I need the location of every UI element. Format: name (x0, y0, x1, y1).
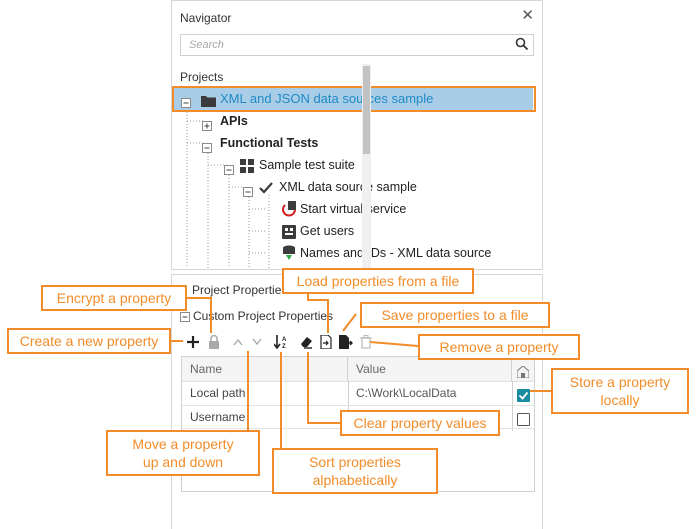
apis-label: APIs (220, 114, 248, 128)
callout-move-line1: Move a property (132, 436, 234, 452)
tree-item-test-suite[interactable]: Sample test suite (222, 154, 422, 176)
callout-sort: Sort properties alphabetically (272, 448, 438, 494)
move-up-button[interactable] (230, 334, 246, 350)
save-to-file-button[interactable] (338, 334, 354, 350)
expand-icon[interactable] (202, 116, 212, 138)
tree-item-apis[interactable]: APIs (200, 110, 400, 132)
callout-remove-text: Remove a property (439, 339, 559, 355)
callout-sort-line1: Sort properties (309, 454, 401, 470)
column-header-store-locally[interactable] (512, 357, 534, 381)
callout-sort-line2: alphabetically (312, 472, 398, 488)
tree-item-functional-tests[interactable]: Functional Tests (200, 132, 400, 154)
move-down-button[interactable] (249, 334, 265, 350)
search-input[interactable]: Search (180, 34, 534, 56)
collapse-icon[interactable] (202, 138, 212, 160)
callout-encrypt-text: Encrypt a property (56, 290, 172, 306)
callout-load-text: Load properties from a file (296, 273, 460, 289)
section-title: Custom Project Properties (193, 309, 334, 323)
navigator-scroll-thumb[interactable] (363, 66, 370, 154)
cell-name[interactable]: Local path (190, 386, 246, 400)
functional-tests-label: Functional Tests (220, 136, 319, 150)
svg-text:A: A (282, 337, 287, 343)
navigator-scrollbar[interactable] (362, 64, 371, 269)
callout-save: Save properties to a file (360, 302, 550, 328)
navigator-panel: Navigator ✕ Search Projects (171, 0, 543, 270)
tree-item-step-start-virtual[interactable]: Start virtual service (280, 198, 480, 220)
section-collapse-icon[interactable] (180, 311, 190, 325)
encrypt-property-button[interactable] (206, 334, 222, 350)
load-from-file-button[interactable] (318, 334, 334, 350)
close-icon[interactable]: ✕ (521, 7, 534, 24)
search-icon[interactable] (515, 37, 529, 54)
column-divider (348, 381, 349, 431)
callout-remove: Remove a property (418, 334, 580, 360)
tree-item-project[interactable]: XML and JSON data sources sample (172, 87, 533, 111)
callout-store-line2: locally (600, 392, 640, 408)
properties-panel-bottom (171, 496, 543, 529)
callout-move-line2: up and down (142, 454, 224, 470)
column-header-name[interactable]: Name (182, 357, 348, 381)
test-suite-icon (240, 158, 254, 180)
project-label: XML and JSON data sources sample (220, 91, 434, 106)
store-locally-header-icon (516, 362, 530, 386)
step-label: Names and IDs - XML data source (300, 246, 492, 260)
tree-item-step-get-users[interactable]: Get users (280, 220, 480, 242)
callout-load: Load properties from a file (282, 268, 474, 294)
callout-encrypt: Encrypt a property (41, 285, 187, 311)
collapse-icon[interactable] (181, 93, 191, 115)
checkmark-icon (259, 180, 273, 202)
cell-name[interactable]: Username (190, 410, 246, 424)
data-source-icon (282, 245, 296, 268)
collapse-icon[interactable] (243, 182, 253, 204)
column-header-name-label: Name (190, 362, 223, 376)
step-label: Get users (300, 224, 355, 238)
column-header-value[interactable]: Value (348, 357, 512, 381)
column-divider (512, 381, 513, 431)
cell-value[interactable]: C:\Work\LocalData (356, 386, 457, 400)
table-row[interactable]: Local path C:\Work\LocalData (182, 381, 534, 405)
clear-values-button[interactable] (298, 334, 314, 350)
folder-icon (201, 92, 216, 114)
test-case-label: XML data source sample (279, 180, 417, 194)
svg-text:Z: Z (282, 344, 286, 349)
callout-store: Store a property locally (551, 368, 689, 414)
callout-store-line1: Store a property (569, 374, 671, 390)
test-suite-label: Sample test suite (259, 158, 355, 172)
callout-clear-text: Clear property values (353, 415, 487, 431)
request-icon (282, 224, 296, 246)
tree-item-step-data-source[interactable]: Names and IDs - XML data source (280, 242, 510, 264)
projects-label: Projects (180, 70, 224, 84)
column-header-value-label: Value (356, 362, 386, 376)
power-icon (281, 201, 297, 224)
callout-create: Create a new property (7, 328, 171, 354)
step-label: Start virtual service (300, 202, 407, 216)
collapse-icon[interactable] (224, 160, 234, 182)
callout-create-text: Create a new property (19, 333, 159, 349)
project-highlight (172, 86, 536, 112)
callout-save-text: Save properties to a file (381, 307, 529, 323)
navigator-title: Navigator (180, 11, 232, 25)
search-placeholder: Search (189, 39, 224, 51)
store-locally-checkbox[interactable] (517, 411, 530, 433)
callout-move: Move a property up and down (106, 430, 260, 476)
callout-clear: Clear property values (340, 410, 500, 436)
store-locally-checkbox[interactable] (517, 387, 530, 409)
add-property-button[interactable] (185, 334, 201, 350)
panel-title: Project Properties (192, 283, 288, 297)
tree-item-test-case[interactable]: XML data source sample (240, 176, 460, 198)
